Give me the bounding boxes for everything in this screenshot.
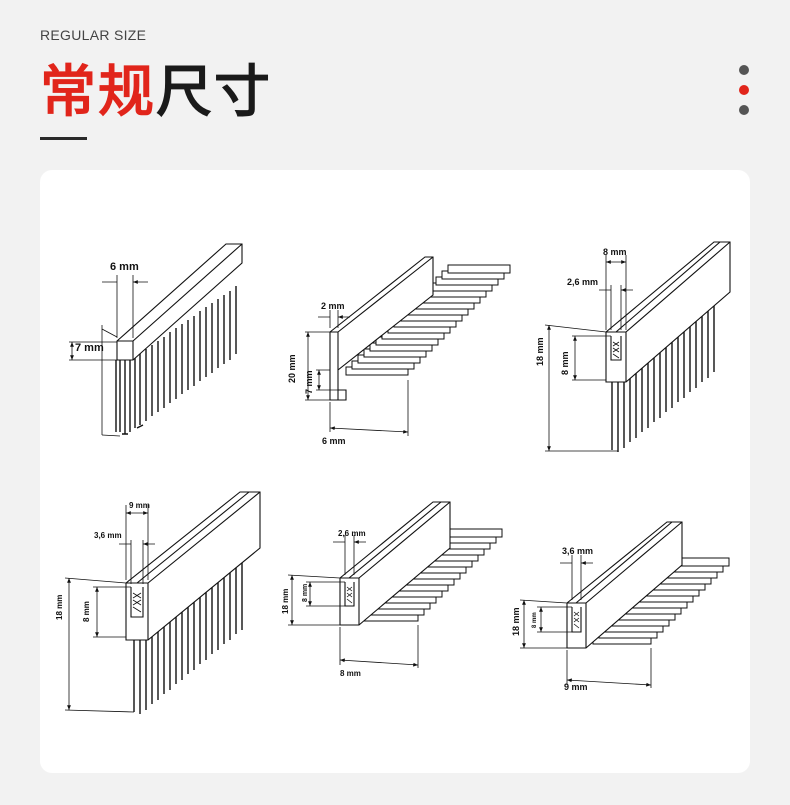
diagram-u-channel-brush-8mm bbox=[544, 241, 731, 452]
page-dot-3[interactable] bbox=[739, 105, 749, 115]
dim-label: 6 mm bbox=[322, 436, 346, 446]
dim-label: 8 mm bbox=[82, 601, 91, 622]
dim-label: 3,6 mm bbox=[94, 531, 122, 540]
dim-label: 20 mm bbox=[287, 354, 297, 383]
dim-label: 18 mm bbox=[535, 337, 545, 366]
dim-label: 7 mm bbox=[304, 370, 314, 394]
dim-label: 8 mm bbox=[603, 247, 627, 257]
dim-label: 8 mm bbox=[560, 351, 570, 375]
page-indicator bbox=[739, 65, 749, 125]
dim-label: 8 mm bbox=[302, 584, 309, 602]
dim-label: 2,6 mm bbox=[338, 529, 366, 538]
diagram-svg: 6 mm 7 mm bbox=[55, 241, 731, 714]
page-title-accent: 常规 bbox=[40, 60, 156, 125]
page-title: 常规尺寸 bbox=[40, 58, 272, 128]
page-title-main: 尺寸 bbox=[156, 60, 272, 125]
diagram-u-channel-flat-9mm bbox=[519, 521, 730, 688]
dim-label: 8 mm bbox=[532, 612, 538, 628]
dim-label: 7 mm bbox=[75, 342, 104, 354]
dim-label: 18 mm bbox=[281, 589, 290, 614]
page-dot-2-active[interactable] bbox=[739, 85, 749, 95]
section-subtitle: REGULAR SIZE bbox=[40, 27, 147, 43]
dim-label: 2,6 mm bbox=[567, 277, 598, 287]
page-dot-1[interactable] bbox=[739, 65, 749, 75]
dim-label: 2 mm bbox=[321, 301, 345, 311]
diagram-u-channel-brush-9mm bbox=[64, 491, 261, 714]
diagram-strip-brush-6mm bbox=[69, 243, 243, 437]
dim-label: 8 mm bbox=[340, 669, 361, 678]
diagram-panel: 6 mm 7 mm bbox=[40, 170, 750, 773]
diagram-u-channel-flat-8mm bbox=[287, 501, 503, 668]
dim-label: 18 mm bbox=[55, 595, 64, 620]
dim-label: 9 mm bbox=[564, 682, 588, 692]
title-underline bbox=[40, 137, 87, 140]
dim-label: 18 mm bbox=[511, 607, 521, 636]
dim-label: 6 mm bbox=[110, 261, 139, 273]
dim-label: 9 mm bbox=[129, 501, 150, 510]
diagram-l-profile-brush bbox=[305, 256, 511, 436]
dim-label: 3,6 mm bbox=[562, 546, 593, 556]
